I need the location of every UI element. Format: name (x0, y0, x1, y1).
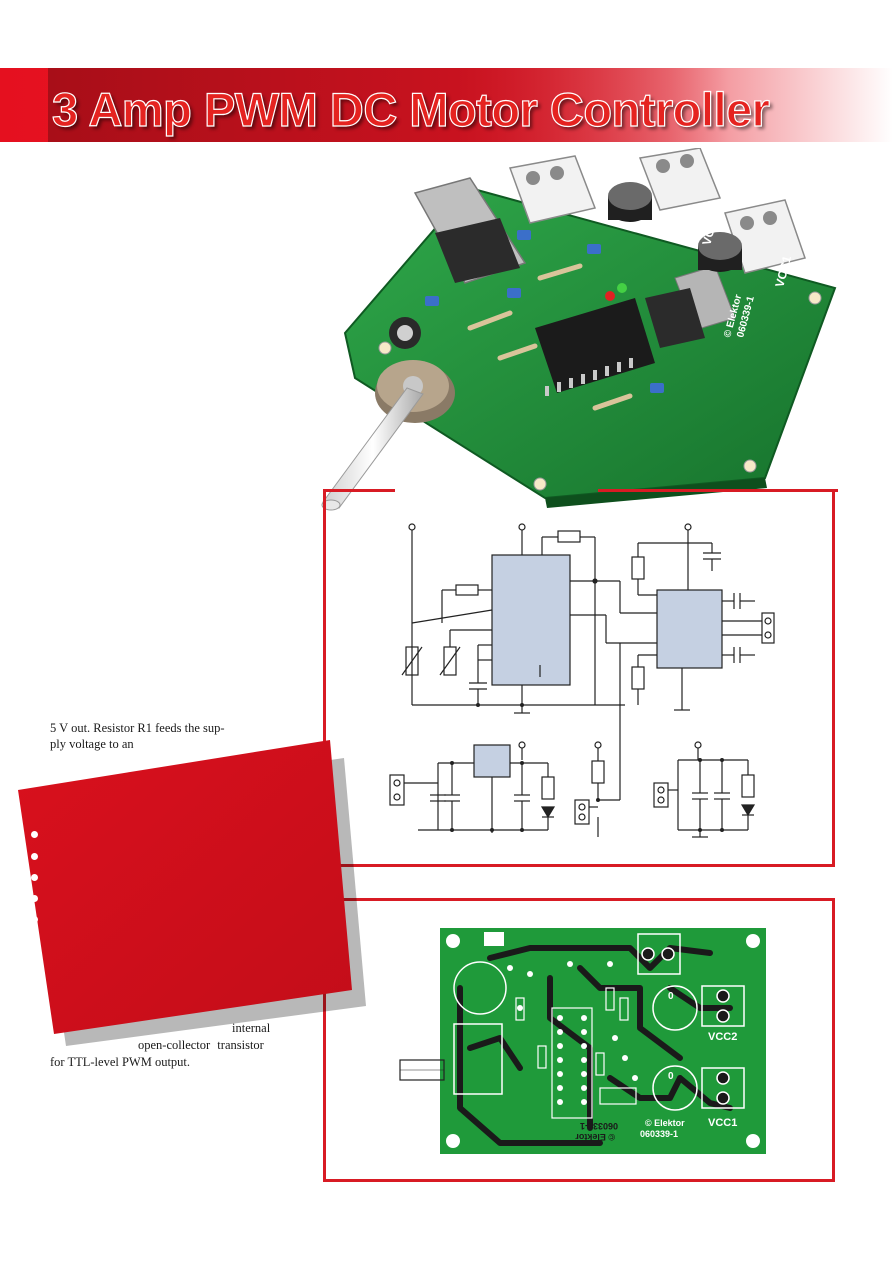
svg-text:0: 0 (668, 1071, 674, 1082)
body-text-line-4: open-collector transistor (138, 1038, 264, 1052)
title-banner-shade (48, 68, 728, 142)
pcb-label-code: 060339-1 (640, 1129, 678, 1139)
pcb-label-credit: © Elektor (645, 1118, 685, 1128)
pcb-pot-shaft (399, 1059, 445, 1081)
title-banner (0, 68, 893, 142)
pcb-frame (323, 898, 835, 1182)
body-text-line-1: 5 V out. Resistor R1 feeds the sup- (50, 721, 225, 735)
body-text-line-5: for TTL-level PWM output. (50, 1055, 191, 1069)
body-text-line-2: ply voltage to an (50, 737, 134, 751)
schematic-frame (323, 489, 838, 867)
pcb-label-vcc2: VCC2 (708, 1031, 737, 1043)
pcb-mirror-code: 060339-1 (580, 1121, 618, 1131)
circuit-schematic (389, 523, 775, 838)
svg-text:0: 0 (668, 991, 674, 1002)
body-text-line-3: internal (232, 1021, 271, 1035)
pcb-label-vcc1: VCC1 (708, 1117, 737, 1129)
product-photo: VCC2 VCC1 © Elektor 060339-1 (321, 148, 837, 511)
pcb-layout: 0 0 VCC2 VCC1 © Elektor 060339-1 © Elekt… (440, 928, 766, 1154)
page-title: 3 Amp PWM DC Motor Controller (51, 82, 770, 136)
pcb-mirror-credit: © Elektor (575, 1132, 615, 1142)
